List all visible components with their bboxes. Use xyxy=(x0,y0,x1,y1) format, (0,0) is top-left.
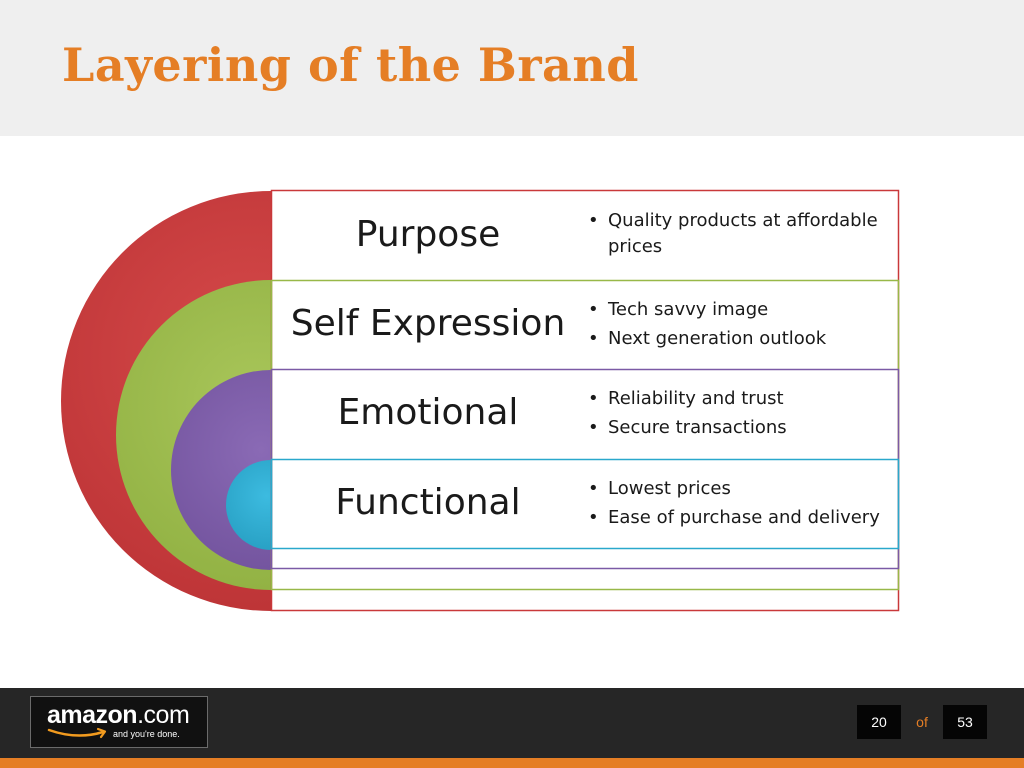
self-expression-bullets: Tech savvy image Next generation outlook xyxy=(586,297,898,355)
functional-bullets: Lowest prices Ease of purchase and deliv… xyxy=(586,476,898,534)
bullet-item: Lowest prices xyxy=(586,476,898,502)
bullet-item: Reliability and trust xyxy=(586,386,898,412)
logo-tagline: and you're done. xyxy=(113,729,180,739)
emotional-bullets: Reliability and trust Secure transaction… xyxy=(586,386,898,444)
bullet-item: Secure transactions xyxy=(586,415,898,441)
purpose-bullets: Quality products at affordable prices xyxy=(586,208,898,263)
layer-label-purpose: Purpose xyxy=(355,214,501,255)
total-pages-number: 53 xyxy=(943,705,987,739)
layer-label-self-expression: Self Expression xyxy=(290,303,566,344)
smile-arrow-icon xyxy=(47,727,107,739)
bullet-item: Tech savvy image xyxy=(586,297,898,323)
amazon-logo: amazon.com and you're done. xyxy=(30,696,208,748)
logo-wordmark: amazon.com xyxy=(47,701,190,729)
slide-title: Layering of the Brand xyxy=(62,38,639,92)
bullet-item: Next generation outlook xyxy=(586,326,898,352)
layer-label-functional: Functional xyxy=(335,482,521,523)
current-page-number: 20 xyxy=(857,705,901,739)
layer-label-emotional: Emotional xyxy=(337,392,519,433)
bullet-item: Ease of purchase and delivery xyxy=(586,505,898,531)
footer-accent-stripe xyxy=(0,758,1024,768)
page-of-label: of xyxy=(916,714,928,730)
bullet-item: Quality products at affordable prices xyxy=(586,208,898,260)
functional-border xyxy=(270,458,900,550)
slide-header: Layering of the Brand xyxy=(0,0,1024,136)
